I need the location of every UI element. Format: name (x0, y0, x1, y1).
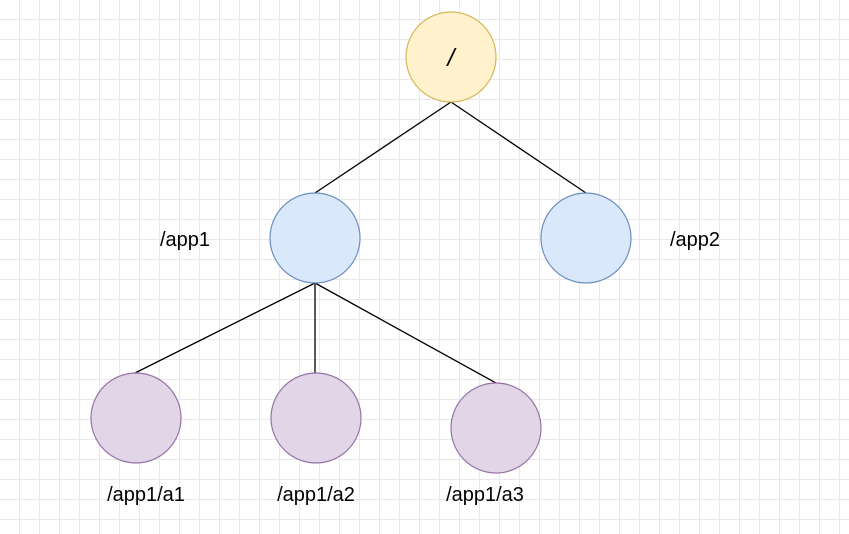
edge-root-app2 (450, 101, 587, 194)
a1-node-label: /app1/a1 (107, 484, 185, 506)
edge-app1-a3 (314, 282, 497, 384)
app2-node-label: /app2 (670, 229, 720, 251)
app1-node-circle (269, 192, 361, 284)
app1-node-label: /app1 (160, 229, 210, 251)
edge-app1-a1 (134, 282, 316, 374)
app2-node-circle (540, 192, 632, 284)
root-node-circle (405, 11, 497, 103)
a3-node[interactable]: /app1/a3 (446, 382, 542, 506)
a3-node-label: /app1/a3 (446, 484, 524, 506)
a1-node-circle (90, 372, 182, 464)
a1-node[interactable]: /app1/a1 (90, 372, 185, 506)
a3-node-circle (450, 382, 542, 474)
edges (134, 101, 587, 384)
a2-node[interactable]: /app1/a2 (270, 372, 362, 506)
a2-node-label: /app1/a2 (277, 484, 355, 506)
a2-node-circle (270, 372, 362, 464)
edge-root-app1 (314, 101, 452, 194)
root-node[interactable]: / (405, 11, 497, 103)
app2-node[interactable]: /app2 (540, 192, 720, 284)
app1-node[interactable]: /app1 (160, 192, 361, 284)
